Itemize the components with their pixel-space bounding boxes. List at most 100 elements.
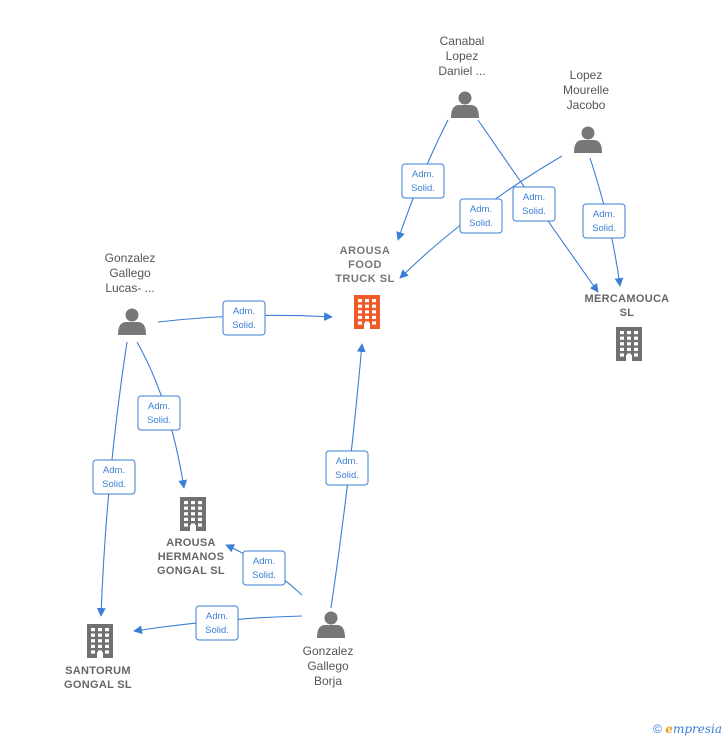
brand-name: mpresia (672, 722, 722, 736)
node-label: Mourelle (563, 83, 609, 97)
building-window (191, 506, 195, 510)
relation-badge-box (195, 605, 239, 641)
node-label: Gallego (109, 266, 151, 280)
building-window (98, 639, 102, 643)
edge-canabal-to-arousa_food: Adm. Solid. (396, 119, 449, 241)
building-window (105, 633, 109, 637)
edge-canabal-to-mercamouca: Adm. Solid. (477, 119, 599, 293)
building-window (620, 342, 624, 346)
edge-gonzalez_lucas-to-arousa_food: Adm.Solid. (157, 300, 333, 336)
building-window (98, 628, 102, 632)
building-window (627, 342, 631, 346)
edge-gonzalez_borja-to-arousa_food: Adm. Solid. (325, 343, 369, 609)
node-label: Lucas- ... (105, 281, 154, 295)
building-window (365, 315, 369, 319)
building-window (372, 304, 376, 308)
node-label: Gonzalez (303, 644, 354, 658)
node-label: SANTORUM (65, 665, 131, 677)
node-label: FOOD (348, 259, 382, 271)
building-window (620, 336, 624, 340)
node-gonzalez-lucas[interactable]: GonzalezGallegoLucas- ... (105, 251, 156, 335)
building-door (190, 525, 196, 531)
relation-badge-text: Solid. (411, 183, 435, 194)
node-label: Gallego (307, 659, 349, 673)
building-window (191, 517, 195, 521)
node-label: MERCAMOUCA (585, 293, 670, 305)
relation-badge[interactable]: Adm. Solid. (195, 605, 239, 641)
node-canabal[interactable]: CanabalLopezDaniel ... (438, 34, 486, 118)
building-window (91, 639, 95, 643)
building-window (634, 347, 638, 351)
brand-footer: © empresia (653, 722, 722, 736)
relation-badge-text: Solid. (335, 470, 359, 481)
relation-badge[interactable]: Adm. Solid. (582, 203, 626, 239)
building-door (626, 355, 632, 361)
building-window (365, 304, 369, 308)
edge-gonzalez_borja-to-santorum: Adm. Solid. (133, 605, 303, 641)
edge-lopez-to-arousa_food: Adm. Solid. (399, 155, 563, 279)
building-window (105, 628, 109, 632)
edges-layer: Adm. Solid. Adm. Solid. Adm. Solid. Adm. Solid.… (92, 119, 626, 641)
relation-badge-text: Adm. (206, 611, 228, 622)
relation-badge[interactable]: Adm.Solid. (459, 198, 503, 234)
node-label: GONGAL SL (157, 565, 225, 577)
relation-badge[interactable]: Adm.Solid. (92, 459, 136, 495)
person-body (574, 140, 602, 153)
relation-badge-text: Solid. (147, 415, 171, 426)
building-window (98, 644, 102, 648)
relation-badge[interactable]: Adm.Solid. (242, 550, 286, 586)
relation-badge[interactable]: Adm. Solid. (401, 163, 445, 199)
relation-badge[interactable]: Adm.Solid. (222, 300, 266, 336)
node-label: Borja (314, 674, 342, 688)
relation-badge[interactable]: Adm. Solid. (325, 450, 369, 486)
relation-badge-box (92, 459, 136, 495)
building-window (105, 650, 109, 654)
building-window (365, 310, 369, 314)
node-label: AROUSA (340, 245, 391, 257)
node-label: AROUSA (166, 537, 215, 549)
relation-badge[interactable]: Adm. Solid. (137, 395, 181, 431)
building-window (620, 331, 624, 335)
building-window (184, 506, 188, 510)
person-head (125, 308, 139, 322)
relation-badge-text: Adm. (593, 209, 615, 220)
relation-badge-text: Adm. (523, 192, 545, 203)
brand-initial: e (665, 722, 673, 736)
building-window (184, 501, 188, 505)
building-window (358, 304, 362, 308)
building-window (634, 342, 638, 346)
person-head (324, 611, 338, 625)
node-label: Canabal (440, 34, 485, 48)
building-window (634, 353, 638, 357)
node-label: Lopez (570, 68, 603, 82)
building-window (198, 512, 202, 516)
relation-badge-text: Solid. (592, 223, 616, 234)
building-window (358, 321, 362, 325)
relation-badge-text: Solid. (205, 625, 229, 636)
building-window (634, 331, 638, 335)
copyright-symbol: © (653, 722, 662, 736)
building-window (191, 512, 195, 516)
relation-badge-text: Adm. (148, 401, 170, 412)
relation-badge-text: Solid. (102, 479, 126, 490)
person-head (581, 126, 595, 140)
relation-badge-text: Adm. (412, 169, 434, 180)
relation-badge-text: Adm. (336, 456, 358, 467)
relation-badge[interactable]: Adm. Solid. (512, 186, 556, 222)
relation-badge-box (512, 186, 556, 222)
building-window (91, 644, 95, 648)
building-door (364, 323, 370, 329)
relation-badge-box (222, 300, 266, 336)
relation-badge-box (401, 163, 445, 199)
building-window (372, 321, 376, 325)
building-window (627, 331, 631, 335)
relation-badge-text: Solid. (522, 206, 546, 217)
